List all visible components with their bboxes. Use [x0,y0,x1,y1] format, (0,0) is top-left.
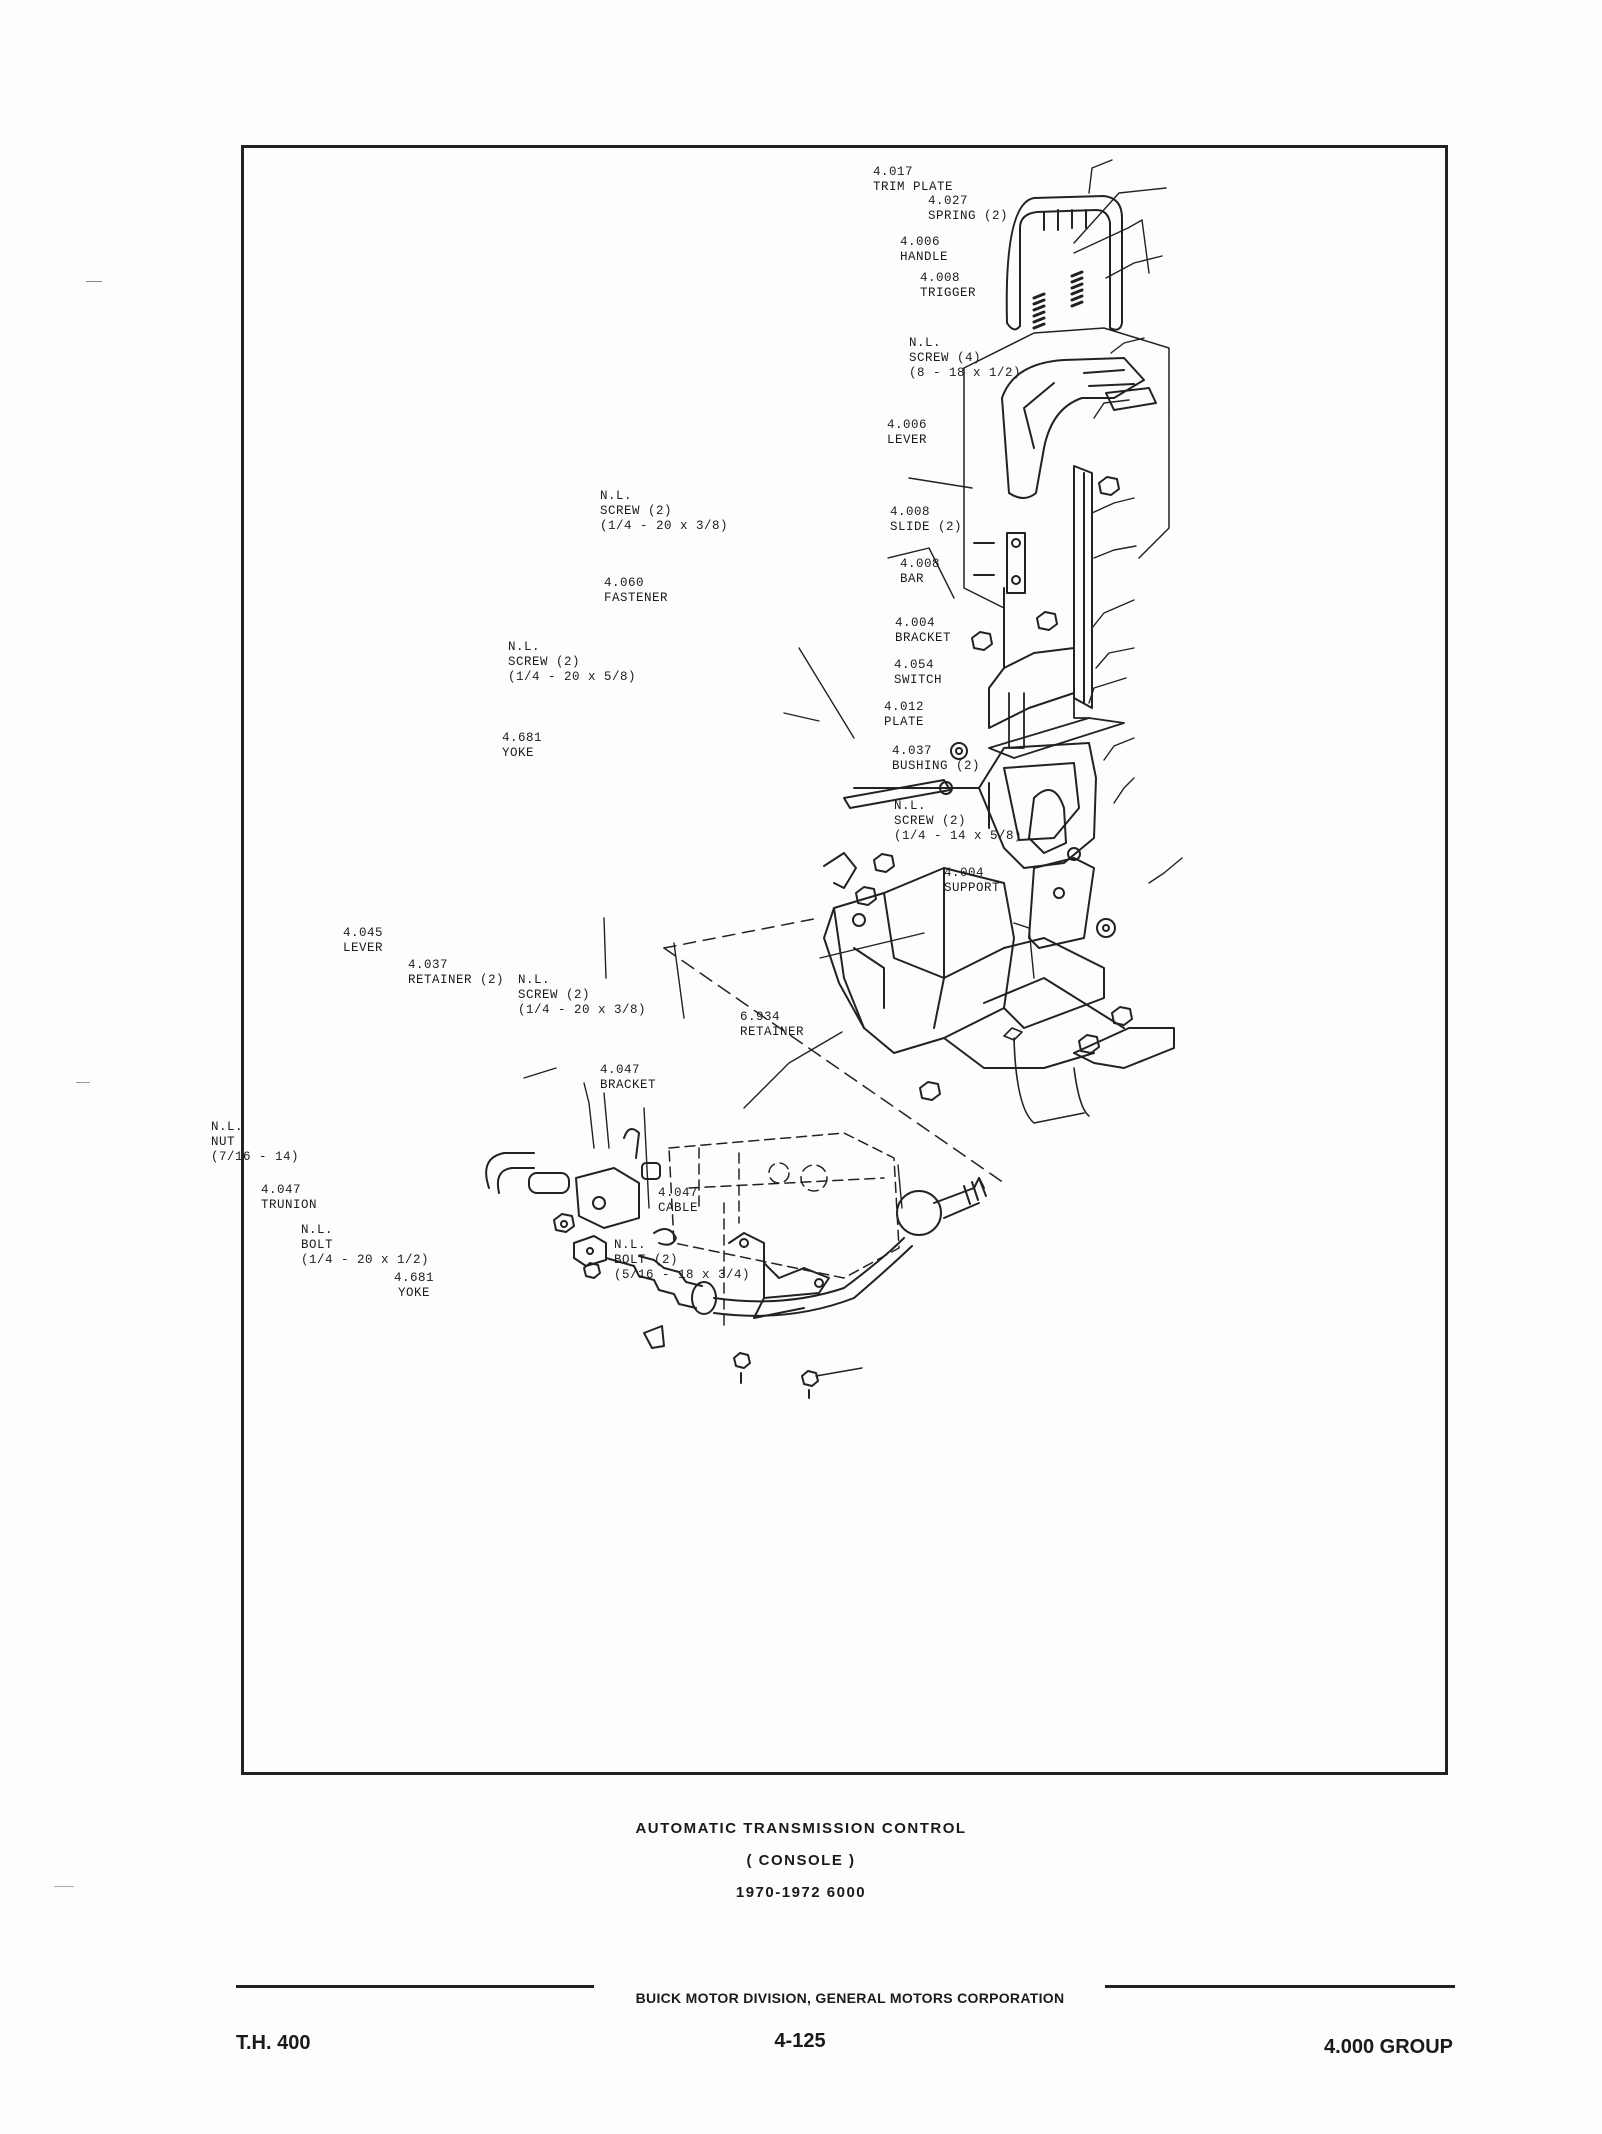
yoke-upper-part [823,852,857,889]
callout-nut: N.L.NUT(7/16 - 14) [211,1120,300,1164]
callout-screw-mid: N.L.SCREW (2)(1/4 - 20 x 3/8) [600,489,729,533]
lever-lower-part [575,1128,661,1229]
transmission-case-outline [668,1132,900,1329]
footer-rule-right [1105,1985,1455,1988]
figure-caption: AUTOMATIC TRANSMISSION CONTROL ( CONSOLE… [0,1813,1602,1909]
footer-page-number: 4-125 [774,2030,826,2052]
caption-years: 1970-1972 6000 [735,1884,867,1901]
bracket-lower-part [728,1232,830,1319]
screw-heads [855,476,1133,1101]
footer-group-label: 4.000 GROUP [1324,2036,1453,2058]
scan-mark [86,281,102,282]
nut-part [553,1213,575,1233]
callout-screw-right: N.L.SCREW (2)(1/4 - 14 x 5/8) [894,799,1023,843]
trunion-part [573,1235,607,1267]
retainer-cable-part [1003,1027,1090,1124]
support-part [943,977,1175,1069]
scan-mark [54,1886,74,1887]
cable-part [605,1177,987,1317]
plate-part [1028,857,1095,949]
main-housing-part [823,867,1105,1054]
pipe-part [485,1152,570,1194]
scan-mark [76,1082,90,1083]
footer-rule-left [236,1985,594,1988]
handle-part [1001,357,1145,499]
bushing-part [1096,918,1116,938]
callout-screw-left: N.L.SCREW (2)(1/4 - 20 x 5/8) [508,640,637,684]
yoke-lower-part [643,1325,665,1349]
reference-line-diagonal [663,947,1005,1184]
trigger-part [1105,387,1157,411]
callout-bolt-left: N.L.BOLT(1/4 - 20 x 1/2) [301,1223,430,1267]
bracket-upper-part [853,742,1097,869]
switch-part [1028,789,1081,861]
leader-lines [523,159,1183,1377]
footer-left-label: T.H. 400 [236,2032,311,2054]
spring-part [1032,270,1084,330]
fastener-part [950,742,968,760]
lever-upper-part [973,465,1093,729]
trim-plate-part [1005,195,1123,331]
footer-division: BUICK MOTOR DIVISION, GENERAL MOTORS COR… [635,1990,1065,2006]
callout-screw-lower: N.L.SCREW (2)(1/4 - 20 x 3/8) [518,973,647,1017]
caption-title: AUTOMATIC TRANSMISSION CONTROL [635,1820,967,1837]
callout-screw-top: N.L.SCREW (4)(8 - 18 x 1/2) [909,336,1022,380]
caption-subtitle: ( CONSOLE ) [746,1852,856,1869]
bolt-parts [583,1262,819,1399]
callout-bolt-right: N.L.BOLT (2)(5/16 - 18 x 3/4) [614,1238,751,1282]
exploded-view-drawing [485,159,1183,1399]
retainer-clip-part [653,1228,677,1246]
reference-line-upper [663,917,820,949]
